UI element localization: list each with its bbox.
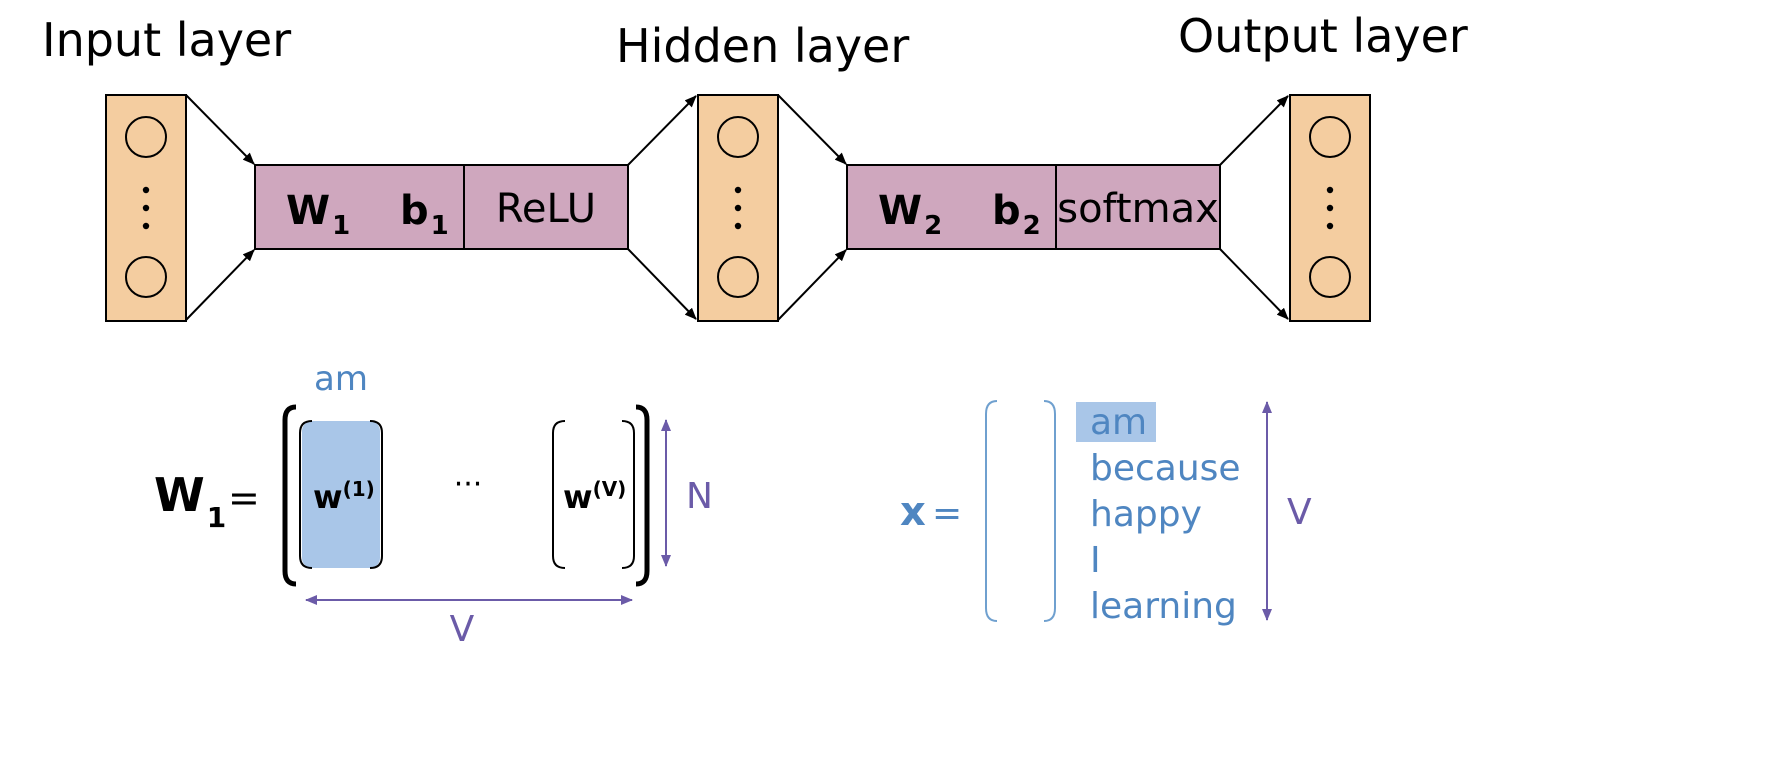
vocab-word: am [1090, 402, 1147, 443]
input-neuron-bottom [125, 256, 167, 298]
output-neuron-top [1309, 116, 1351, 158]
ops1-weight: W1 [286, 188, 350, 241]
arrow-ops2-to-output-bottom [1219, 248, 1289, 320]
w1-left-bracket [282, 404, 297, 587]
x-right-paren [1043, 400, 1056, 622]
output-layer [1289, 94, 1371, 322]
x-lhs: x [900, 489, 926, 535]
arrow-input-to-ops1-bottom [185, 249, 255, 321]
ops2-bias: b2 [992, 188, 1041, 241]
vocab-word: learning [1090, 586, 1237, 627]
w1-right-bracket [635, 404, 650, 587]
w1-column-label: am [314, 359, 368, 399]
arrow-ops1-to-hidden-top [627, 95, 697, 166]
ops2-block: W2 b2 softmax [846, 164, 1221, 250]
w1-equals: = [228, 476, 260, 520]
ops2-weight: W2 [878, 188, 942, 241]
arrow-ops1-to-hidden-bottom [627, 248, 697, 320]
arrow-input-to-ops1-top [185, 94, 255, 165]
input-neuron-top [125, 116, 167, 158]
w1-last-column: w(V) [563, 477, 626, 516]
w1-ellipsis: ··· [454, 467, 483, 502]
w1-first-column: w(1) [313, 477, 375, 516]
ops1-block: W1 b1 ReLU [254, 164, 629, 250]
input-layer [105, 94, 187, 322]
x-left-paren [985, 400, 998, 622]
vocab-word: I [1090, 540, 1101, 581]
w1-lhs: W1 [154, 468, 226, 534]
arrow-hidden-to-ops2-bottom [777, 249, 847, 321]
x-highlight [1076, 402, 1156, 442]
hidden-neuron-bottom [717, 256, 759, 298]
w1-width-label: V [450, 609, 475, 650]
vocab-word: happy [1090, 494, 1202, 535]
output-layer-title: Output layer [1178, 9, 1468, 63]
arrow-ops2-to-output-top [1219, 95, 1289, 166]
w1-height-label: N [686, 476, 713, 517]
input-layer-title: Input layer [42, 13, 291, 67]
arrow-hidden-to-ops2-top [777, 94, 847, 165]
ops1-bias: b1 [400, 188, 449, 241]
hidden-layer-title: Hidden layer [616, 19, 909, 73]
output-neuron-bottom [1309, 256, 1351, 298]
ops1-activation: ReLU [496, 186, 596, 232]
ops2-activation: softmax [1057, 186, 1219, 232]
w1-equation: W1 = am w(1) ··· w(V) N V [154, 359, 713, 650]
vocab-word: because [1090, 448, 1241, 489]
x-height-label: V [1287, 492, 1312, 533]
x-equals: = [932, 493, 962, 534]
hidden-layer [697, 94, 779, 322]
hidden-neuron-top [717, 116, 759, 158]
w1-first-column-highlight [302, 421, 380, 568]
